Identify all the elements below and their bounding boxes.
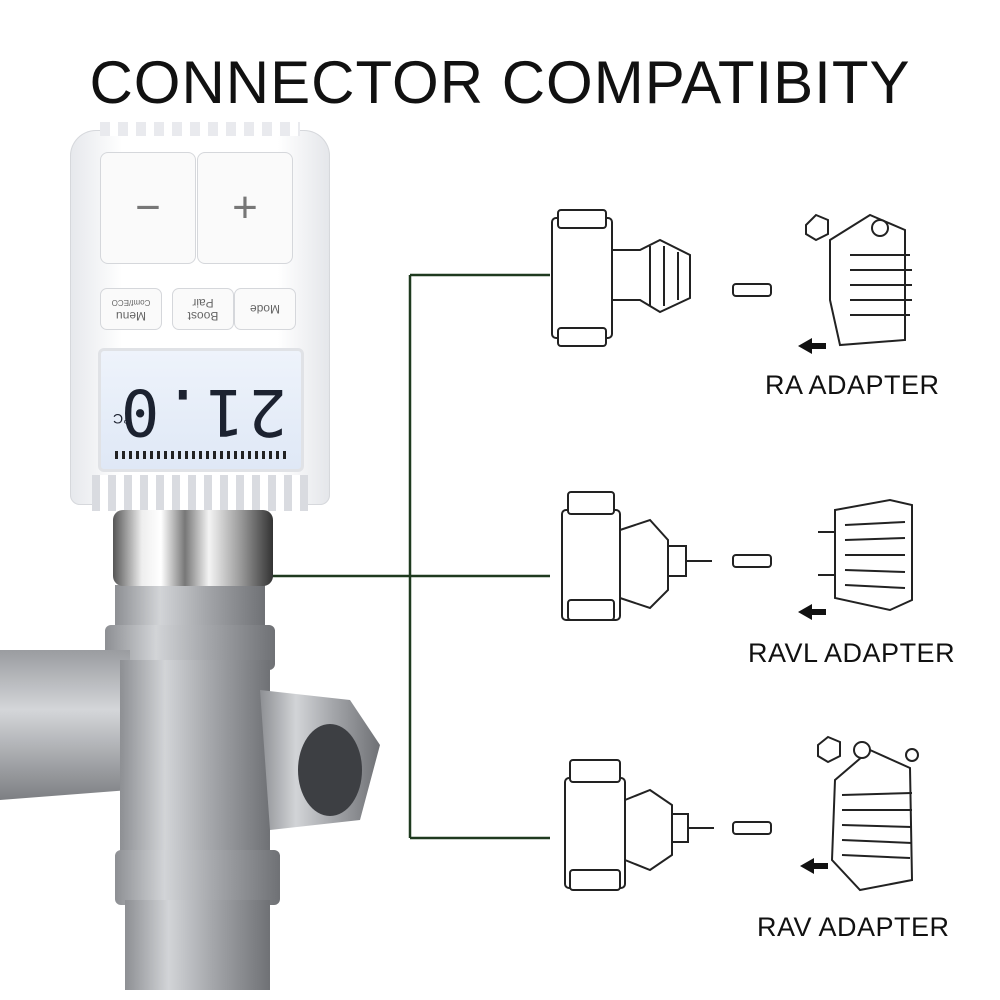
page-title: CONNECTOR COMPATIBITY <box>89 49 911 116</box>
mode-button[interactable]: Mode <box>234 288 296 330</box>
temperature-readout: 21.0 <box>116 374 287 448</box>
chrome-ring <box>113 510 273 586</box>
ravl-adapter-drawing <box>818 498 913 612</box>
rav-adapter-drawing <box>817 735 919 892</box>
ravl-valve-drawing <box>561 491 712 621</box>
ra-valve-drawing <box>551 209 691 347</box>
thermostat-top-ribs <box>100 122 300 136</box>
rav-pin <box>732 821 772 835</box>
ravl-adapter-label: RAVL ADAPTER <box>748 638 956 668</box>
pair-label: Pair <box>192 296 214 310</box>
rav-arrow-icon <box>800 858 828 874</box>
rav-valve-drawing <box>564 759 714 891</box>
schedule-bar <box>115 451 287 459</box>
minus-button[interactable]: − <box>100 152 196 264</box>
plus-button[interactable]: + <box>197 152 293 264</box>
boost-pair-button[interactable]: Boost Pair <box>172 288 234 330</box>
thermostat: − + Menu Comf/ECO Boost Pair Mode 21.0 °… <box>70 122 330 511</box>
menu-label: Menu <box>115 309 147 323</box>
ravl-arrow-icon <box>798 604 826 620</box>
menu-button[interactable]: Menu Comf/ECO <box>100 288 162 330</box>
ra-adapter-drawing <box>805 213 912 347</box>
rav-adapter-label: RAV ADAPTER <box>757 912 950 942</box>
ra-pin <box>732 283 772 297</box>
mode-label: Mode <box>249 302 281 317</box>
temperature-unit: °C <box>113 411 129 427</box>
valve-body <box>0 585 380 990</box>
menu-sub-label: Comf/ECO <box>111 298 151 307</box>
lcd-display: 21.0 °C <box>98 348 304 472</box>
ravl-pin <box>732 554 772 568</box>
boost-label: Boost <box>187 309 219 323</box>
thermostat-base-fins <box>92 475 308 511</box>
ra-adapter-label: RA ADAPTER <box>765 370 940 400</box>
ra-arrow-icon <box>798 338 826 354</box>
